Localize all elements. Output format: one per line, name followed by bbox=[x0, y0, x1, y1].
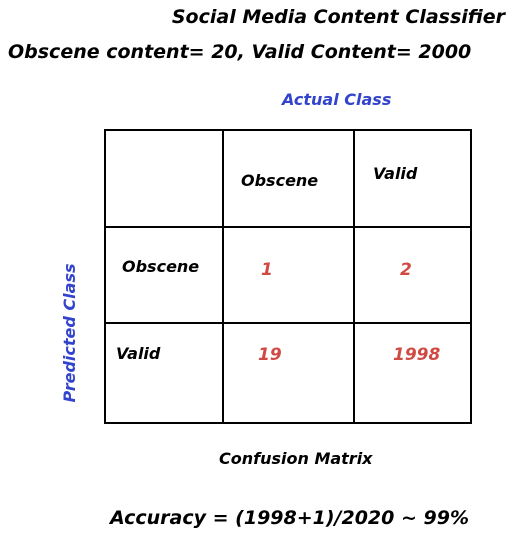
matrix-value-valid-obscene: 19 bbox=[258, 345, 282, 365]
grid-line-horizontal bbox=[106, 322, 470, 324]
diagram-subtitle: Obscene content= 20, Valid Content= 2000 bbox=[8, 41, 472, 63]
predicted-class-label: Predicted Class bbox=[60, 263, 79, 403]
column-header-valid: Valid bbox=[373, 164, 418, 183]
matrix-value-valid-valid: 1998 bbox=[393, 345, 441, 365]
column-header-obscene: Obscene bbox=[241, 171, 319, 190]
row-header-obscene: Obscene bbox=[122, 257, 200, 276]
grid-line-vertical bbox=[353, 131, 355, 422]
row-header-valid: Valid bbox=[116, 344, 161, 363]
matrix-value-obscene-obscene: 1 bbox=[261, 260, 273, 280]
grid-line-horizontal bbox=[106, 226, 470, 228]
grid-line-vertical bbox=[222, 131, 224, 422]
matrix-value-obscene-valid: 2 bbox=[400, 260, 412, 280]
actual-class-label: Actual Class bbox=[282, 90, 392, 109]
matrix-caption: Confusion Matrix bbox=[219, 449, 373, 468]
accuracy-formula: Accuracy = (1998+1)/2020 ~ 99% bbox=[110, 507, 469, 529]
confusion-matrix-grid bbox=[104, 129, 472, 424]
diagram-title: Social Media Content Classifier bbox=[171, 6, 505, 28]
